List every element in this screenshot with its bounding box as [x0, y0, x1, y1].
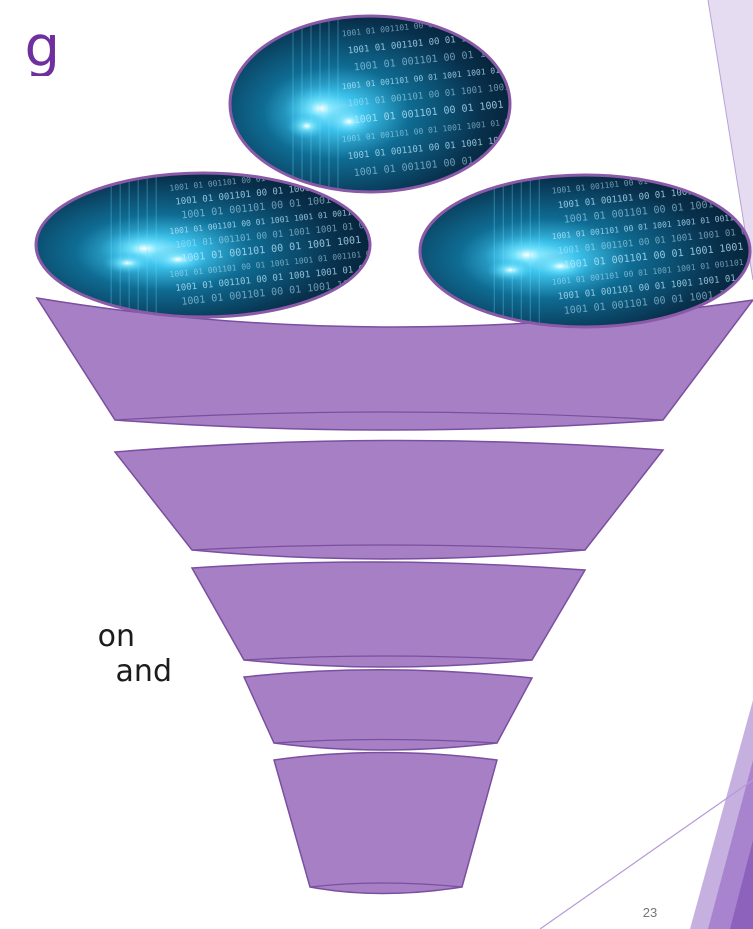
data-oval-right: 1001 01 001101 00 01 1001 1001 01 001101… — [420, 161, 753, 327]
funnel-band-2 — [115, 440, 663, 559]
glow-spot — [286, 113, 328, 139]
funnel-band-4 — [244, 670, 532, 750]
funnel-band-5 — [274, 753, 497, 894]
glow-spot — [486, 259, 536, 282]
funnel — [37, 298, 753, 894]
slide-number: 23 — [630, 905, 670, 920]
data-oval-top: 1001 01 001101 00 01 1001 1001 01 001101… — [230, 4, 660, 192]
glow-spot — [103, 252, 153, 274]
funnel-band-3 — [192, 562, 585, 667]
decor-right-bottom — [540, 700, 753, 929]
